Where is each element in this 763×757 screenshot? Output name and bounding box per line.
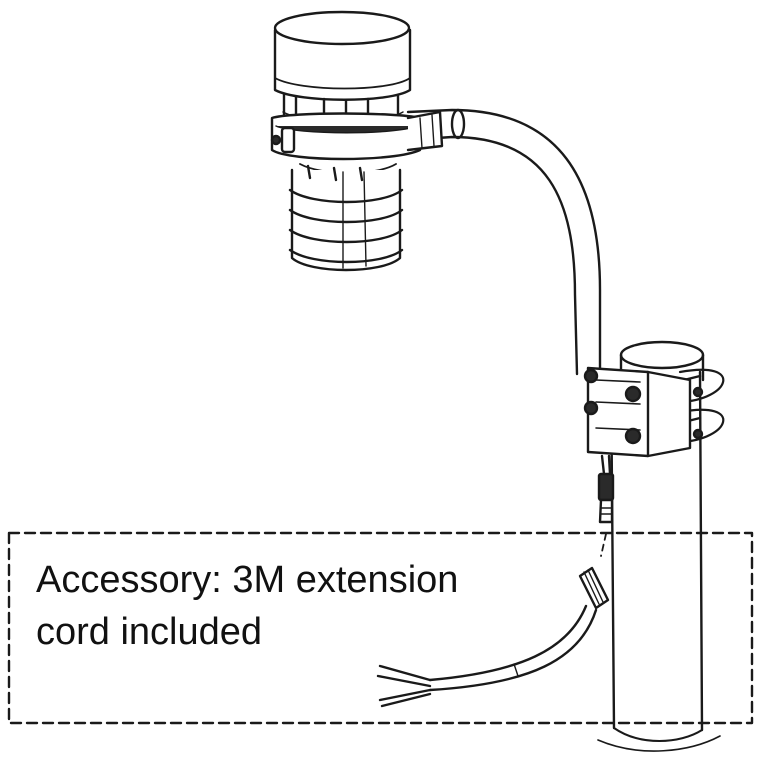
pole-clamp-bracket bbox=[583, 340, 725, 458]
callout-text: Accessory: 3M extension cord included bbox=[36, 554, 496, 658]
curved-mounting-arm bbox=[406, 108, 602, 376]
callout-line-1: Accessory: 3M extension bbox=[36, 559, 459, 601]
radiation-shield bbox=[288, 163, 404, 272]
sensor-connector bbox=[597, 454, 615, 524]
weather-sensor bbox=[270, 10, 444, 161]
extension-cord bbox=[376, 533, 610, 708]
callout-line-2: cord included bbox=[36, 611, 263, 653]
callout-frame bbox=[7, 531, 754, 725]
